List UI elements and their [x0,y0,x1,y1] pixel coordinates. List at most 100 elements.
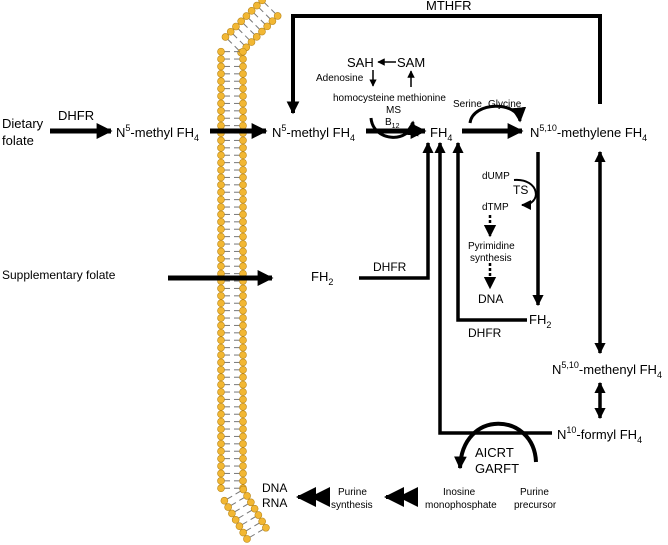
lipid-head [239,173,247,182]
lipid-head [239,528,248,537]
lipid-head [239,188,247,197]
lipid-head [263,22,271,31]
methionine-label: methionine [397,93,446,104]
lipid-head [239,70,247,78]
labels: Dietary folate DHFR N5-methyl FH4 N5-met… [2,0,662,511]
lipid-head [262,523,270,532]
lipid-head [217,343,225,352]
dhfr-left-label: DHFR [373,260,407,274]
lipid-head [217,321,225,330]
lipid-head [217,462,225,470]
lipid-head [239,210,247,219]
lipid-head [217,351,225,359]
lipid-head [217,195,225,204]
lipid-head [239,417,247,426]
lipid-head [239,151,247,160]
lipid-head [239,114,247,123]
lipid-head [239,84,247,93]
lipid-head [239,321,247,330]
lipid-head [220,496,229,505]
lipid-head [239,410,247,419]
fh2-left-label: FH2 [311,269,333,287]
lipid-head [217,299,225,308]
cell-membrane [217,0,282,543]
aicrt-path-to-fh4 [434,141,552,435]
ms-curve-arrow [369,117,419,139]
serine-glycine-curve-arrow [468,104,527,124]
pyrimidine-line1: Pyrimidine [468,241,515,252]
lipid-head [239,121,247,130]
lipid-head [250,504,259,513]
lipid-head [239,225,247,234]
lipid-head [239,462,247,470]
lipid-head [239,343,247,352]
lipid-head [217,284,225,293]
lipid-head [239,92,247,100]
purine-precursor-line2: precursor [514,500,557,511]
lipid-head [239,218,247,226]
lipid-head [239,329,247,337]
lipid-head [217,432,225,441]
purine-precursor-line1: Purine [520,487,549,498]
lipid-head [239,477,247,485]
lipid-head [239,373,247,382]
pyrimidine-line2: synthesis [470,253,512,264]
dhfr-right-path [452,141,527,322]
lipid-head [217,469,225,478]
lipid-head [239,432,247,441]
lipid-head [273,12,282,20]
lipid-head [239,388,247,396]
lipid-head [217,121,225,130]
lipid-head [217,225,225,234]
lipid-head [217,232,225,241]
lipid-head [217,218,225,226]
lipid-head [239,181,247,189]
dhfr-dietary-label: DHFR [58,108,94,123]
mthfr-loop [286,14,602,115]
lipid-head [242,12,251,20]
lipid-head [239,306,247,315]
lipid-head [258,27,266,36]
lipid-head [239,485,248,494]
lipid-head [217,84,225,93]
lipid-head [217,484,225,493]
lipid-head [239,336,247,345]
dietary-folate-line1: Dietary [2,116,44,131]
lipid-head [217,440,225,448]
serine-label: Serine [453,99,482,110]
aicrt-label: AICRT [475,445,514,460]
lipid-head [239,469,247,478]
lipid-head [239,403,247,411]
lipid-head [247,7,256,15]
supplementary-folate-label: Supplementary folate [2,268,116,282]
lipid-head [217,166,225,174]
lipid-head [217,425,225,433]
b12-label: B12 [385,117,400,130]
lipid-head [232,22,240,31]
lipid-head [253,1,261,10]
lipid-head [217,181,225,189]
glycine-label: Glycine [488,99,522,110]
lipid-head [239,440,247,448]
lipid-head [217,136,225,145]
purine-synthesis-line1: Purine [338,487,367,498]
lipid-head [239,447,247,456]
n5-methyl-fh4-inside: N5-methyl FH4 [272,123,355,143]
lipid-head [217,314,225,322]
lipid-head [217,240,225,248]
lipid-head [217,210,225,219]
lipid-head [217,70,225,78]
lipid-head [239,351,247,359]
lipid-head [239,358,247,367]
dna-purine-label: DNA [262,481,287,495]
lipid-head [217,373,225,382]
lipid-head [217,306,225,315]
lipid-head [239,136,247,145]
dtmp-label: dTMP [482,202,509,213]
lipid-head [217,255,225,263]
ts-curve-arrow [513,178,537,210]
lipid-head [217,158,225,167]
dump-label: dUMP [482,171,510,182]
lipid-head [217,395,225,404]
